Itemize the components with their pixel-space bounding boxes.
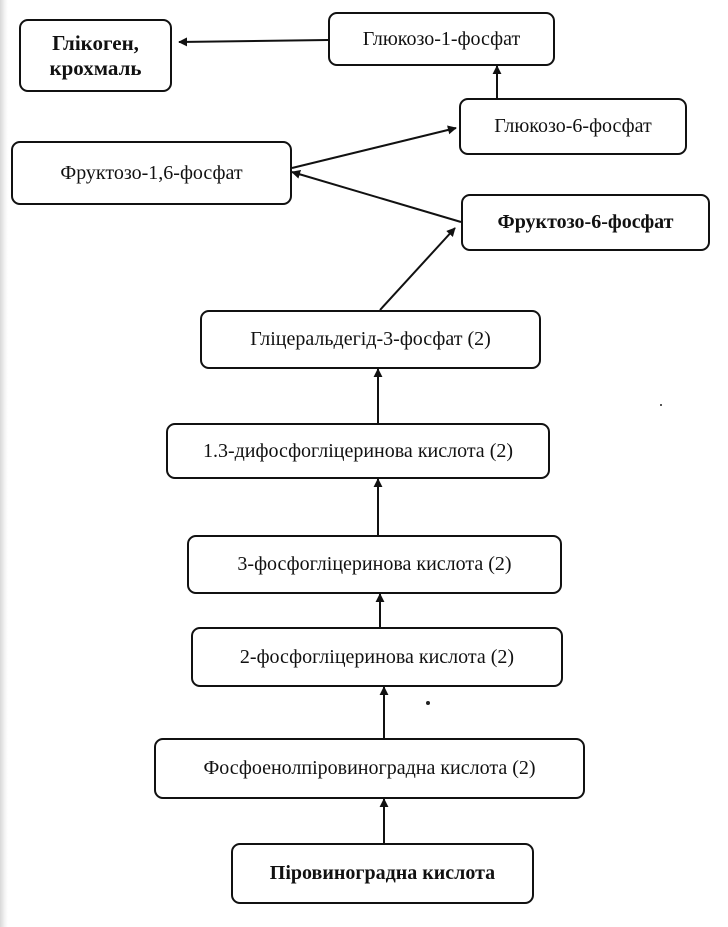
scan-speck xyxy=(426,701,430,705)
arrow-f6p-to-f16p xyxy=(291,169,462,223)
node-glucose-1-phosphate: Глюкозо-1-фосфат xyxy=(328,12,555,66)
node-glycogen-starch: Глікоген, крохмаль xyxy=(19,19,172,92)
arrow-g3p-to-f6p xyxy=(379,227,456,311)
node-fructose-6-phosphate: Фруктозо-6-фосфат xyxy=(461,194,710,251)
node-3-phosphoglyceric-acid: 3-фосфогліцеринова кислота (2) xyxy=(187,535,562,594)
node-phosphoenolpyruvic-acid: Фосфоенолпіровиноградна кислота (2) xyxy=(154,738,585,799)
glycogen-label-line2: крохмаль xyxy=(49,55,142,80)
node-fructose-1-6-phosphate: Фруктозо-1,6-фосфат xyxy=(11,141,292,205)
arrow-f16p-to-g6p xyxy=(291,125,457,169)
glycogen-label-line1: Глікоген, xyxy=(52,31,139,56)
node-pyruvic-acid: Піровиноградна кислота xyxy=(231,843,534,904)
node-2-phosphoglyceric-acid: 2-фосфогліцеринова кислота (2) xyxy=(191,627,563,687)
arrow-g1p-to-glycogen xyxy=(178,37,329,47)
node-glucose-6-phosphate: Глюкозо-6-фосфат xyxy=(459,98,687,155)
node-1-3-diphosphoglyceric-acid: 1.3-дифосфогліцеринова кислота (2) xyxy=(166,423,550,479)
scan-edge-shadow xyxy=(0,0,8,927)
scan-speck xyxy=(660,404,662,406)
node-glyceraldehyde-3-phosphate: Гліцеральдегід-3-фосфат (2) xyxy=(200,310,541,369)
